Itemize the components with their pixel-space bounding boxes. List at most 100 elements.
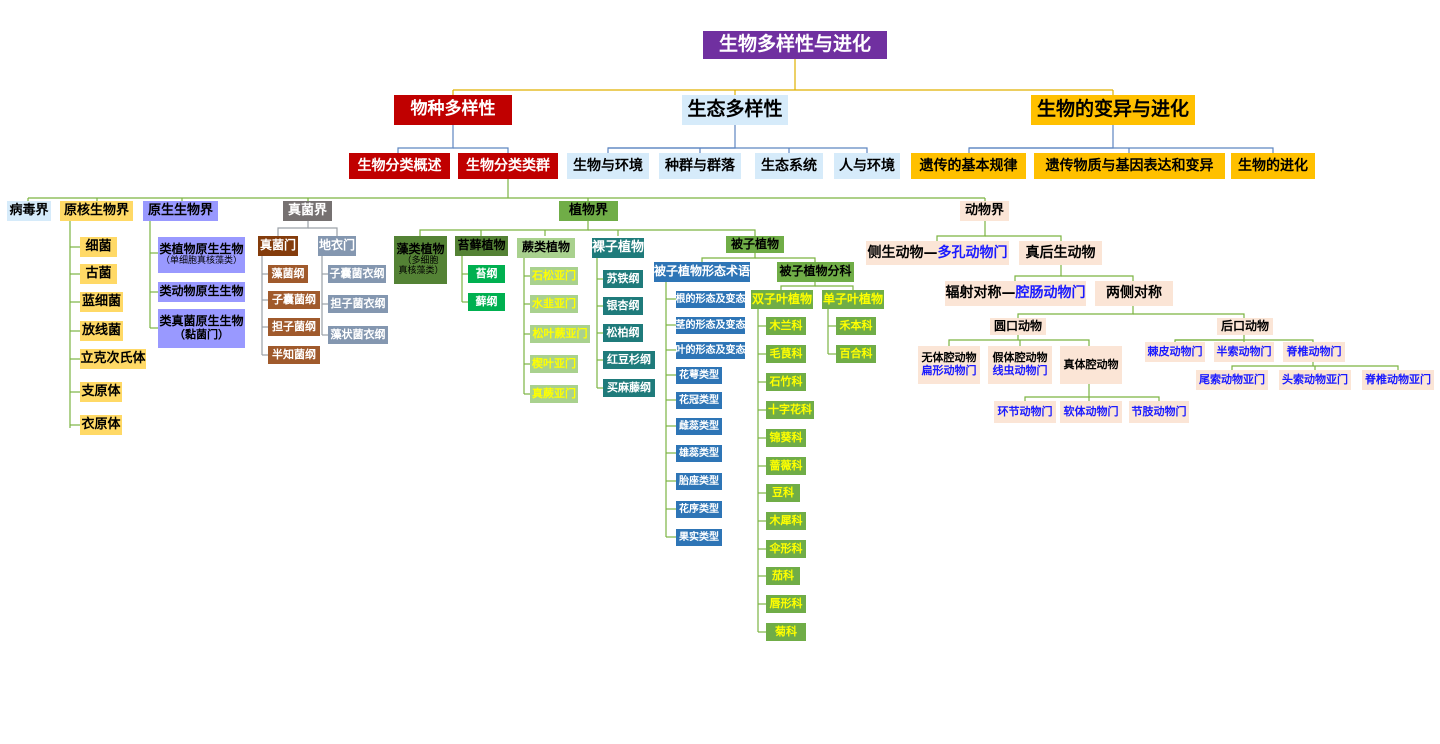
coelom-phylum: 节肢动物门 [1129,401,1189,423]
term-item: 叶的形态及变态 [676,342,746,359]
eco-diversity-node: 生态多样性 [682,95,788,125]
species-diversity-node: 物种多样性 [394,95,512,125]
prokaryote-item: 细菌 [80,237,117,257]
acoelom-node: 无体腔动物 扁形动物门 [918,346,980,384]
acoelom-label: 无体腔动物 [921,351,977,365]
monocot-class: 单子叶植物 [822,290,884,309]
algae-label: 藻类植物 [396,242,445,257]
variation-evolution-node: 生物的变异与进化 [1031,95,1195,125]
pseudocoelom-node: 假体腔动物 线虫动物门 [988,346,1052,384]
bio-evolution-node: 生物的进化 [1231,153,1315,179]
funguslike-protist: 类真菌原生生物 （黏菌门） [158,309,245,348]
genetics-node: 遗传的基本规律 [911,153,1026,179]
algae-note: （多细胞真核藻类） [398,256,444,276]
chordate-subphylum: 头索动物亚门 [1279,370,1351,390]
dicot-family: 菊科 [766,623,806,641]
dicot-family: 锦葵科 [766,429,806,447]
term-item: 果实类型 [676,529,722,546]
fungi-kingdom: 真菌界 [283,201,332,221]
fern-subphylum: 真蕨亚门 [530,385,578,403]
animal-kingdom: 动物界 [960,201,1009,221]
dicot-family: 伞形科 [766,540,806,558]
gymnosperm-class: 银杏纲 [603,297,643,315]
prokaryote-item: 立克次氏体 [80,349,146,369]
dicot-family: 石竹科 [766,373,806,391]
prokaryote-item: 放线菌 [80,321,123,341]
dicot-class: 双子叶植物 [751,290,813,309]
fern-subphylum: 松叶蕨亚门 [530,325,590,343]
cnidaria-phylum: 腔肠动物门 [1015,285,1086,302]
population-community-node: 种群与群落 [659,153,741,179]
angiosperm-families: 被子植物分科 [777,262,854,282]
classification-groups-node: 生物分类类群 [458,153,558,179]
fern-subphylum: 石松亚门 [530,267,578,285]
moss-class: 苔纲 [468,265,505,283]
fungi-class: 半知菌纲 [268,346,320,364]
dicot-family: 蔷薇科 [766,457,806,475]
dicot-family: 木犀科 [766,512,806,530]
plantlike-protist-note: （单细胞真核藻类） [160,255,242,266]
platyhelminthes-phylum: 扁形动物门 [921,364,977,377]
radial-node: 辐射对称—腔肠动物门 [945,281,1086,306]
deuterostome-node: 后口动物 [1217,318,1273,335]
funguslike-protist-note: （黏菌门） [174,328,229,342]
monocot-family: 百合科 [836,345,876,363]
fern-subphylum: 水韭亚门 [530,295,578,313]
plantlike-protist: 类植物原生生物 （单细胞真核藻类） [158,237,245,273]
porifera-phylum: 多孔动物门 [937,244,1008,261]
fungi-class: 子囊菌纲 [268,291,320,309]
prokaryote-item: 衣原体 [80,415,122,435]
lichen-class: 担子菌衣纲 [328,295,388,313]
deuterostome-phylum: 脊椎动物门 [1283,342,1345,362]
nematoda-phylum: 线虫动物门 [992,364,1048,377]
algae-plants: 藻类植物 （多细胞真核藻类） [394,236,447,284]
coelom-node: 真体腔动物 [1060,346,1122,384]
gymnosperm-class: 苏铁纲 [603,270,643,288]
eumetazoa-node: 真后生动物 [1019,241,1102,265]
prokaryote-item: 蓝细菌 [80,292,123,312]
bilateral-node: 两侧对称 [1095,281,1173,306]
term-item: 花冠类型 [676,392,722,409]
monocot-family: 禾本科 [836,317,876,335]
plantlike-protist-label: 类植物原生生物 [159,242,244,257]
dicot-family: 十字花科 [766,401,814,419]
term-item: 雌蕊类型 [676,418,722,435]
lichen-class: 子囊菌衣纲 [328,265,386,283]
human-env-node: 人与环境 [834,153,900,179]
lichen-phylum: 地衣门 [318,236,356,256]
fern-plants: 蕨类植物 [517,238,575,258]
chordate-subphylum: 尾索动物亚门 [1196,370,1268,390]
parazoa-label: 侧生动物— [867,244,938,261]
prokaryote-item: 支原体 [80,382,122,402]
term-item: 雄蕊类型 [676,445,722,462]
fern-subphylum: 楔叶亚门 [530,355,578,373]
gymnosperm-plants: 裸子植物 [592,238,644,258]
prokaryote-kingdom: 原核生物界 [60,201,133,221]
dicot-family: 茄科 [766,567,800,585]
radial-label: 辐射对称— [945,285,1016,302]
moss-class: 藓纲 [468,293,505,311]
fungi-class: 担子菌纲 [268,318,320,336]
pseudocoelom-label: 假体腔动物 [992,351,1048,365]
deuterostome-phylum: 半索动物门 [1214,342,1274,362]
protostome-node: 圆口动物 [990,318,1046,335]
dicot-family: 豆科 [766,484,800,502]
ecosystem-node: 生态系统 [755,153,823,179]
true-fungi-phylum: 真菌门 [258,236,298,256]
diagram-title: 生物多样性与进化 [703,31,887,59]
moss-plants: 苔藓植物 [455,236,508,256]
term-item: 花序类型 [676,501,722,518]
deuterostome-phylum: 棘皮动物门 [1145,342,1205,362]
dicot-family: 毛茛科 [766,345,806,363]
prokaryote-item: 古菌 [80,264,117,284]
coelom-phylum: 软体动物门 [1060,401,1122,423]
coelom-phylum: 环节动物门 [994,401,1056,423]
classification-intro-node: 生物分类概述 [349,153,450,179]
angiosperm-plants: 被子植物 [726,236,784,253]
bio-env-node: 生物与环境 [567,153,649,179]
animallike-protist: 类动物原生生物 [158,282,245,302]
lichen-class: 藻状菌衣纲 [328,326,388,344]
plant-kingdom: 植物界 [559,201,618,221]
